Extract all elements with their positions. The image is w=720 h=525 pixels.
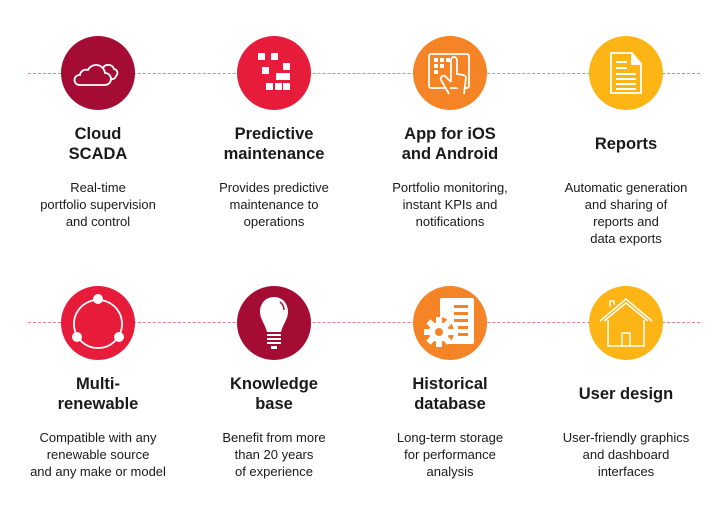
feature-title-text: Multi- renewable (57, 375, 139, 413)
feature-title-text: Reports (594, 135, 658, 153)
icon-circle (589, 286, 663, 360)
touch-screen-icon (425, 48, 475, 98)
feature-title-text: User design (578, 385, 674, 403)
feature-title: Historical database (362, 372, 538, 416)
icon-circle (61, 36, 135, 110)
feature-title-text: Historical database (412, 375, 488, 413)
feature-description: Automatic generation and sharing of repo… (564, 180, 688, 246)
feature-description: Real-time portfolio supervision and cont… (40, 180, 156, 229)
row1-dashed-line (28, 73, 700, 74)
cycle-icon (66, 291, 130, 355)
feature-title: Cloud SCADA (10, 122, 186, 166)
blocks-icon (254, 51, 294, 95)
feature-title-text: Cloud SCADA (68, 125, 128, 163)
icon-circle (237, 286, 311, 360)
icon-circle (413, 286, 487, 360)
lightbulb-icon (257, 295, 291, 351)
database-gear-icon (422, 295, 478, 351)
feature-description: Portfolio monitoring, instant KPIs and n… (392, 180, 508, 229)
icon-circle (61, 286, 135, 360)
feature-description: Benefit from more than 20 years of exper… (222, 430, 326, 479)
icon-circle (237, 36, 311, 110)
document-icon (608, 50, 644, 96)
feature-title: User design (538, 372, 714, 416)
feature-title: Multi- renewable (10, 372, 186, 416)
cloud-icon (73, 53, 123, 93)
feature-title-text: App for iOS and Android (401, 125, 499, 163)
feature-description: User-friendly graphics and dashboard int… (562, 430, 690, 479)
feature-title: Predictive maintenance (186, 122, 362, 166)
feature-title: App for iOS and Android (362, 122, 538, 166)
feature-title: Knowledge base (186, 372, 362, 416)
icon-circle (589, 36, 663, 110)
feature-title: Reports (538, 122, 714, 166)
feature-description: Long-term storage for performance analys… (396, 430, 504, 479)
feature-description: Compatible with any renewable source and… (30, 430, 166, 479)
row2-dashed-line (28, 322, 700, 323)
house-icon (598, 297, 654, 349)
feature-description: Provides predictive maintenance to opera… (219, 180, 329, 229)
feature-title-text: Knowledge base (229, 375, 318, 413)
feature-title-text: Predictive maintenance (223, 125, 325, 163)
icon-circle (413, 36, 487, 110)
